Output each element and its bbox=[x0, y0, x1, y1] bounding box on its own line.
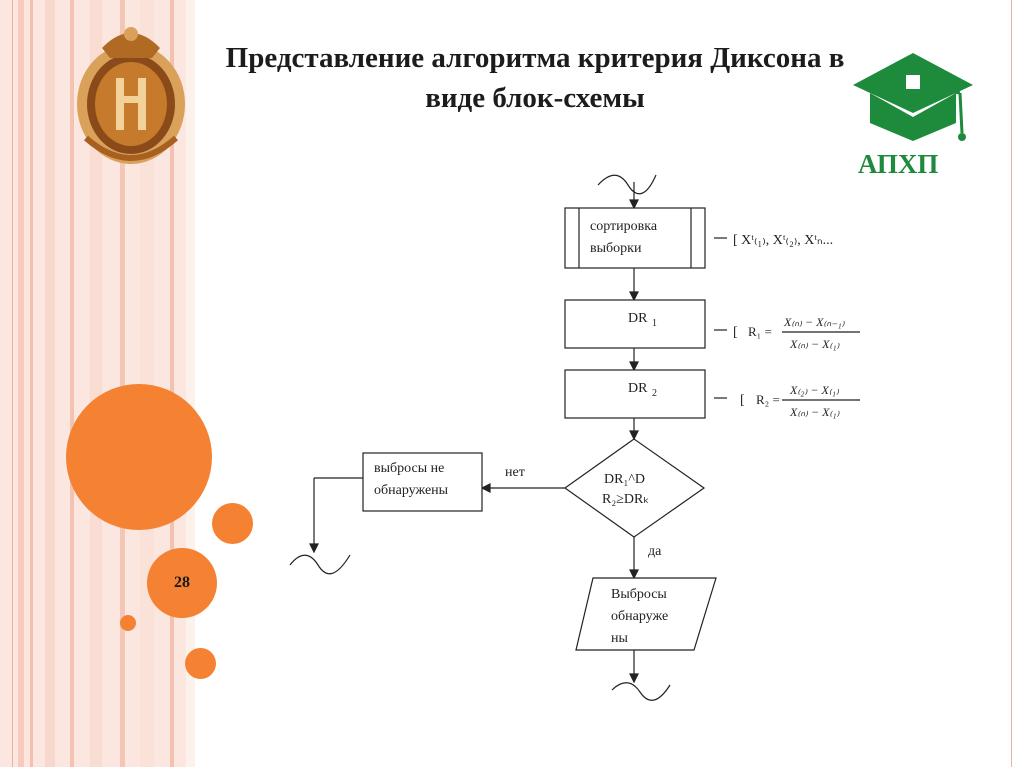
university-emblem-icon bbox=[77, 27, 185, 164]
annotation-r1-num: X₍ₙ₎ − X₍ₙ₋₁₎ bbox=[783, 315, 846, 329]
dr1-block bbox=[564, 299, 706, 349]
found-line2: обнаруже bbox=[611, 609, 668, 624]
decorative-circle-large bbox=[66, 384, 212, 530]
decision-line1: DR₁^D bbox=[604, 472, 645, 487]
decision-block bbox=[563, 438, 706, 538]
flow-start-connector bbox=[597, 174, 657, 195]
found-line1: Выбросы bbox=[611, 587, 667, 602]
not-found-block bbox=[362, 452, 483, 512]
sort-block bbox=[564, 207, 706, 269]
dr2-block bbox=[564, 369, 706, 419]
slide-border bbox=[12, 0, 1012, 767]
yes-label: да bbox=[648, 544, 662, 559]
slide-title: Представление алгоритма критерия Диксона… bbox=[225, 42, 845, 114]
annotation-r2-den: X₍ₙ₎ − X₍₁₎ bbox=[789, 405, 841, 419]
annotation-r1-lhs: [ bbox=[733, 325, 738, 340]
dr1-label: DR bbox=[628, 311, 648, 326]
page-number: 28 bbox=[147, 548, 217, 618]
decorative-circle-small bbox=[120, 615, 136, 631]
sort-block-line1: сортировка bbox=[590, 219, 658, 234]
decorative-circle-small-2 bbox=[185, 648, 216, 679]
not-found-line1: выбросы не bbox=[374, 461, 444, 476]
no-label: нет bbox=[505, 465, 525, 480]
annotation-r2-bracket: [ bbox=[740, 393, 745, 408]
not-found-line2: обнаружены bbox=[374, 483, 449, 498]
found-line3: ны bbox=[611, 631, 628, 646]
decorative-circle-medium bbox=[212, 503, 253, 544]
apkhp-logo-icon: АПХП bbox=[853, 53, 973, 179]
flow-end-connector-left bbox=[289, 554, 351, 575]
annotation-r1-den: X₍ₙ₎ − X₍₁₎ bbox=[789, 337, 841, 351]
dr2-sub: 2 bbox=[652, 388, 657, 399]
annotation-r1-eq: R₁ = bbox=[748, 324, 772, 339]
flow-end-connector-bottom bbox=[611, 682, 671, 701]
dr1-sub: 1 bbox=[652, 318, 657, 329]
dr2-label: DR bbox=[628, 381, 648, 396]
annotation-sort: [ Xᵗ₍₁₎, Xᵗ₍₂₎, Xᵗₙ... bbox=[733, 233, 833, 248]
annotation-r2-eq: R₂ = bbox=[756, 392, 780, 407]
decision-line2: R₂≥DRₖ bbox=[602, 492, 649, 507]
annotation-r2-num: X₍₂₎ − X₍₁₎ bbox=[789, 383, 840, 397]
apkhp-logo-text: АПХП bbox=[858, 149, 938, 179]
sort-block-line2: выборки bbox=[590, 241, 642, 256]
found-block bbox=[575, 577, 717, 651]
